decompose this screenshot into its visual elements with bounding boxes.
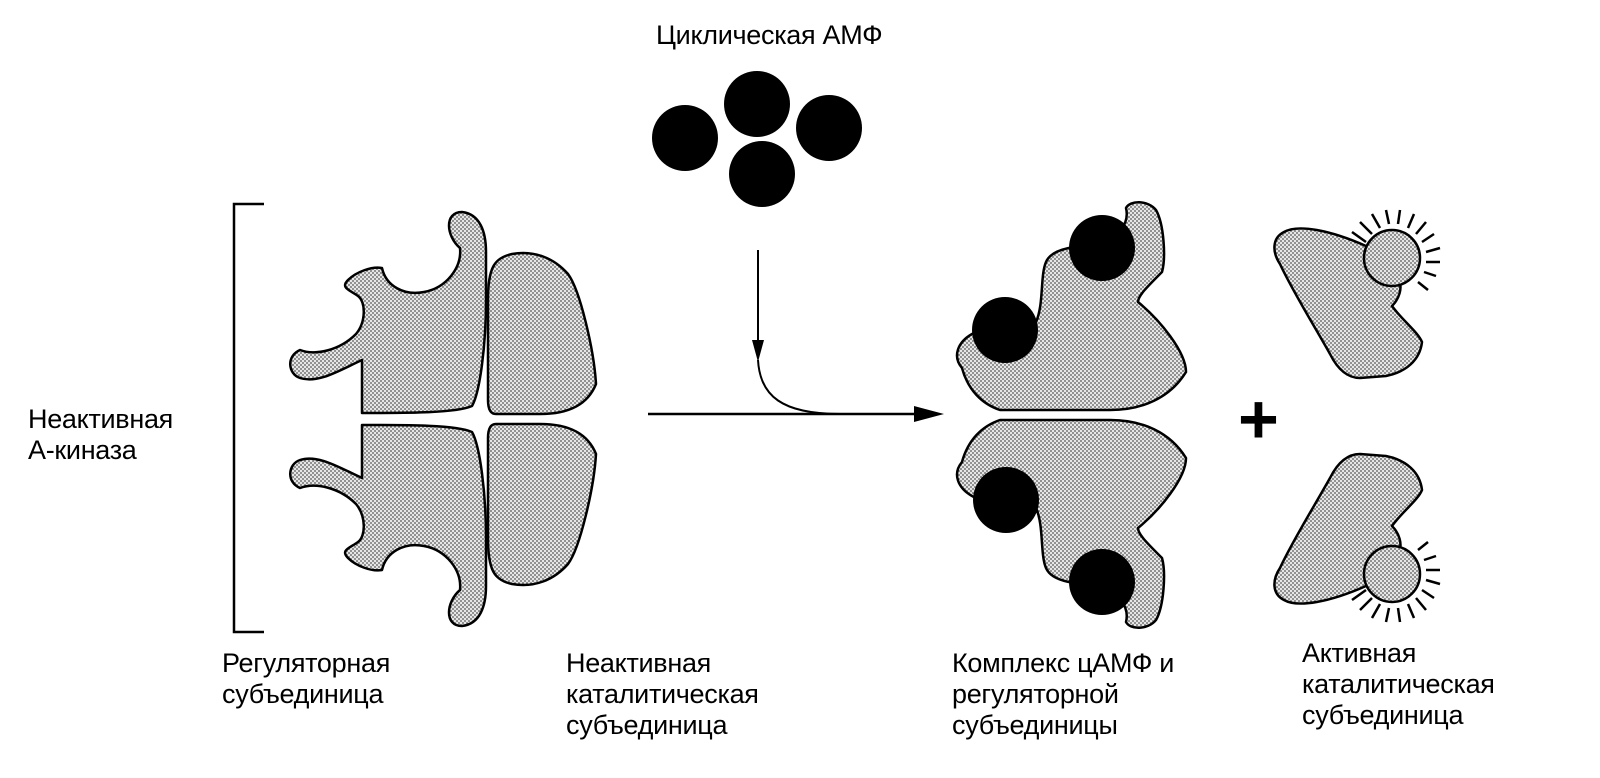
- camp-regulatory-complex: [955, 200, 1188, 630]
- inactive-catalytic-line2: каталитическая: [566, 679, 759, 709]
- catalytic-subunit-inactive-top: [486, 251, 598, 416]
- reaction-arrows: [648, 250, 944, 422]
- bound-camp: [972, 297, 1038, 363]
- complex-line3: субъединицы: [952, 710, 1118, 740]
- bound-camp: [973, 467, 1039, 533]
- camp-title: Циклическая АМФ: [656, 20, 883, 50]
- camp-molecule: [652, 105, 718, 171]
- inactive-kinase-group: [288, 210, 598, 628]
- active-catalytic-subunit-bottom: [1273, 452, 1424, 605]
- camp-arrowhead: [752, 340, 764, 362]
- catalytic-subunit-inactive-bottom: [486, 422, 598, 587]
- camp-molecules: [652, 71, 862, 207]
- regulatory-subunit-bottom: [288, 423, 488, 628]
- inactive-kinase-label: Неактивная А-киназа: [28, 404, 173, 466]
- active-catalytic-line3: субъединица: [1302, 700, 1464, 730]
- camp-molecule: [724, 71, 790, 137]
- regulatory-subunit-label: Регуляторная субъединица: [222, 648, 390, 710]
- inactive-kinase-line2: А-киназа: [28, 435, 137, 465]
- inactive-kinase-line1: Неактивная: [28, 404, 173, 434]
- active-catalytic-line2: каталитическая: [1302, 669, 1495, 699]
- regulatory-subunit-line2: субъединица: [222, 679, 384, 709]
- regulatory-subunit-top: [288, 210, 488, 415]
- inactive-catalytic-line3: субъединица: [566, 710, 728, 740]
- active-catalytic-label: Активная каталитическая субъединица: [1302, 638, 1495, 731]
- inactive-catalytic-line1: Неактивная: [566, 648, 711, 678]
- complex-line2: регуляторной: [952, 679, 1119, 709]
- activity-rays-top: [1351, 209, 1441, 291]
- camp-merge-curve: [757, 359, 841, 415]
- inactive-catalytic-label: Неактивная каталитическая субъединица: [566, 648, 759, 741]
- regulatory-subunit-line1: Регуляторная: [222, 648, 391, 678]
- bound-camp: [1069, 549, 1135, 615]
- active-catalytic-subunits: [1273, 209, 1441, 623]
- main-arrowhead: [914, 406, 944, 422]
- plus-sign: +: [1238, 380, 1279, 458]
- complex-label: Комплекс цАМФ и регуляторной субъединицы: [952, 648, 1174, 741]
- kinase-bracket: [232, 202, 264, 634]
- activity-rays-bottom: [1351, 541, 1441, 623]
- camp-molecule: [796, 95, 862, 161]
- active-catalytic-line1: Активная: [1302, 638, 1417, 668]
- active-catalytic-subunit-top: [1273, 227, 1424, 380]
- camp-molecule: [729, 141, 795, 207]
- bound-camp: [1069, 215, 1135, 281]
- complex-line1: Комплекс цАМФ и: [952, 648, 1175, 678]
